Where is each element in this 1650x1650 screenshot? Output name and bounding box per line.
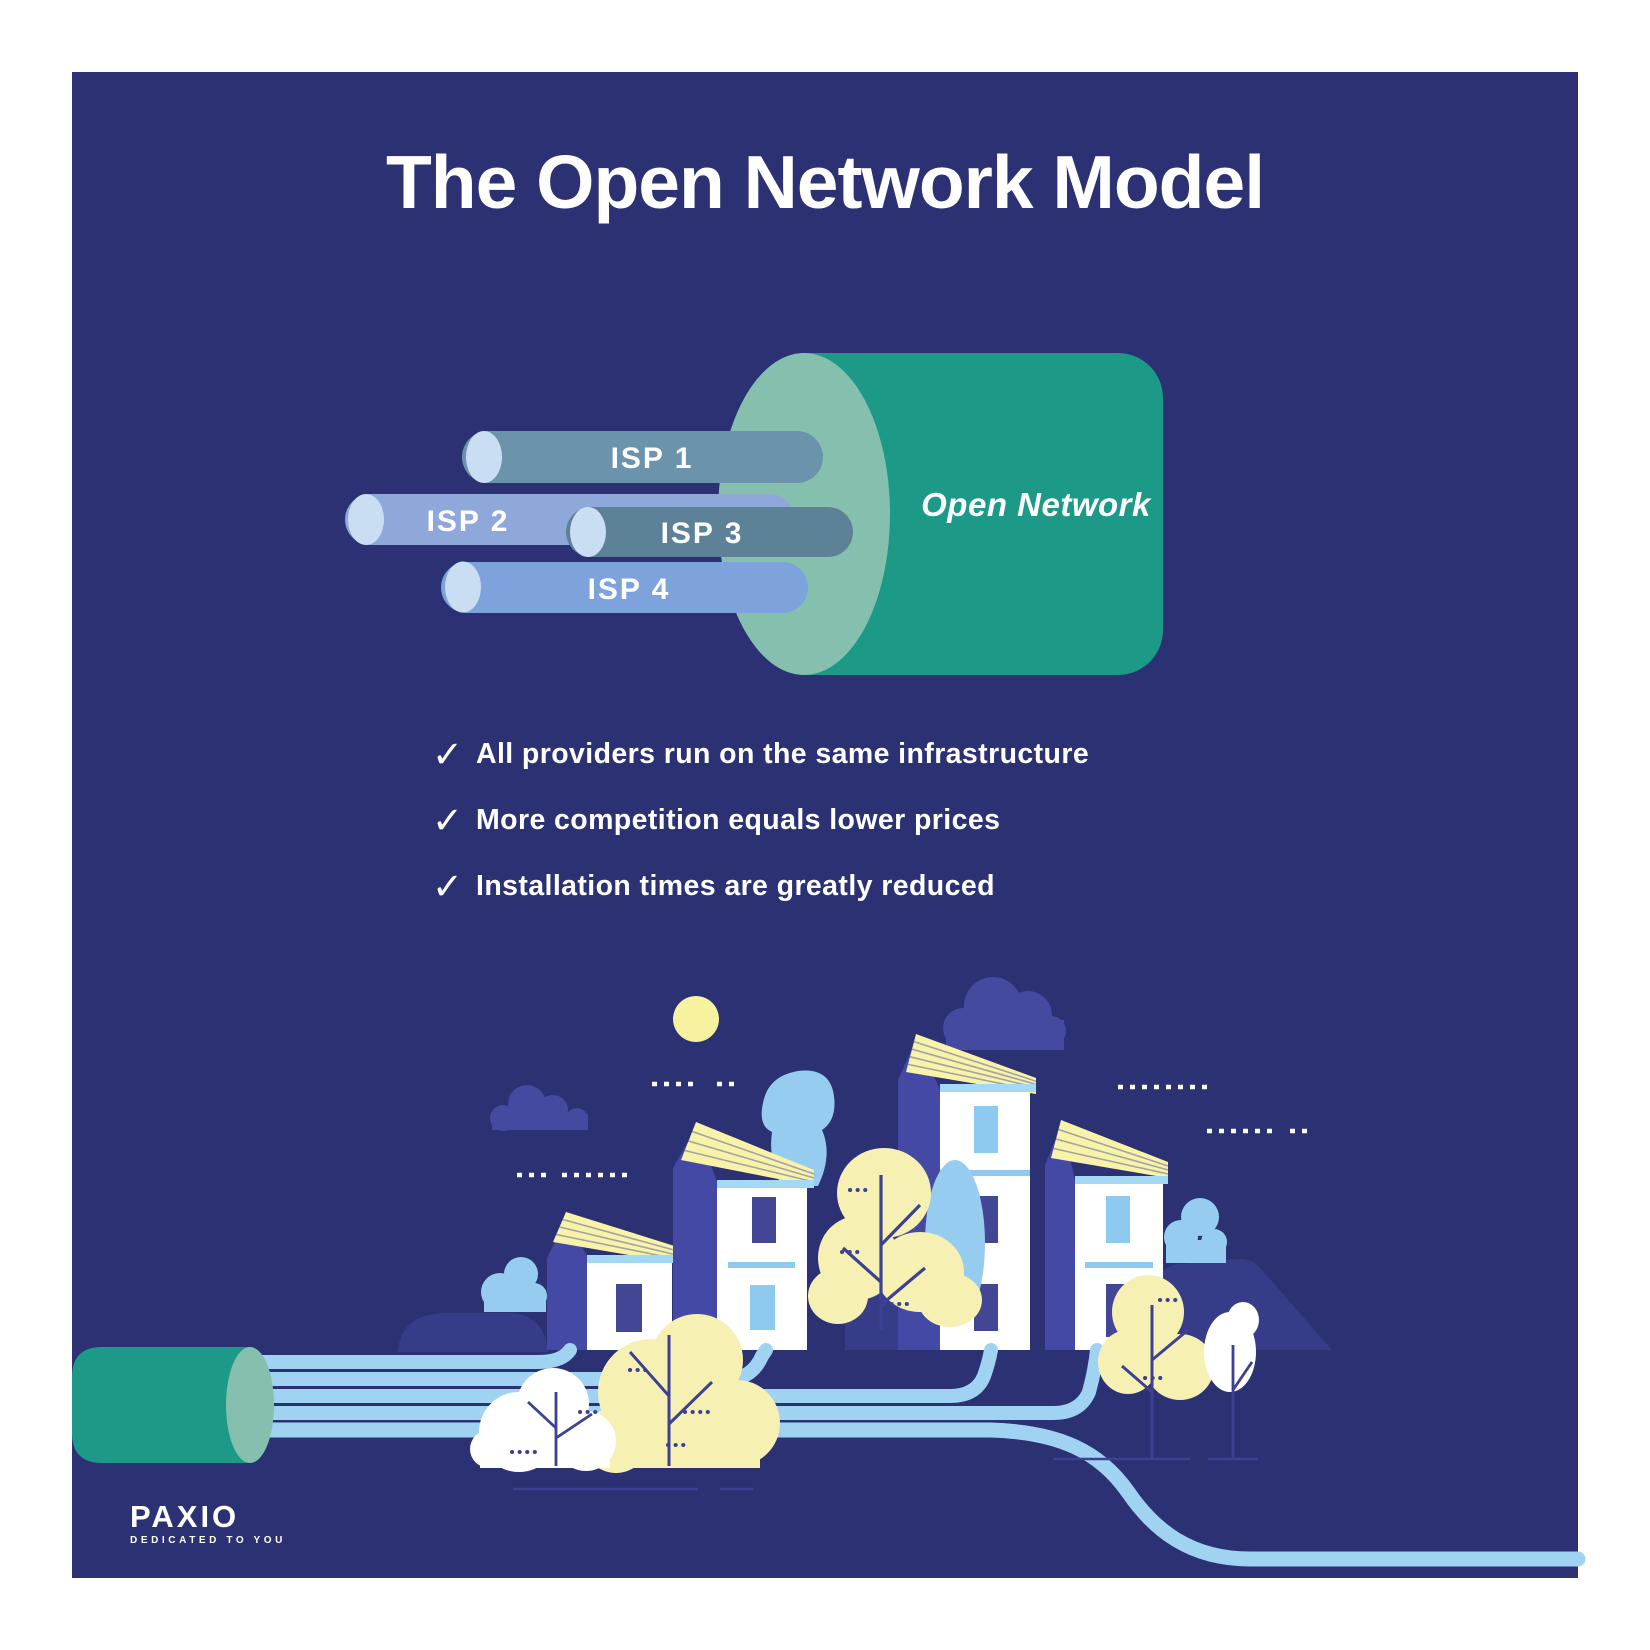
isp4-tube bbox=[441, 561, 808, 613]
check-icon: ✓ bbox=[432, 732, 464, 776]
ground-lines bbox=[513, 1457, 1258, 1491]
check-icon: ✓ bbox=[432, 864, 464, 908]
isp2-label: ISP 2 bbox=[427, 505, 510, 538]
checklist-item: ✓ More competition equals lower prices bbox=[432, 797, 1089, 843]
check-icon: ✓ bbox=[432, 798, 464, 842]
isp4-cap bbox=[445, 561, 481, 613]
brand-name: PAXIO bbox=[130, 1499, 240, 1534]
window bbox=[974, 1284, 998, 1331]
isp1-cap bbox=[466, 431, 502, 483]
checklist-item-text: Installation times are greatly reduced bbox=[476, 869, 995, 902]
cylinder-face bbox=[718, 353, 890, 675]
house-medium-tall bbox=[1045, 1120, 1169, 1350]
isp4-label: ISP 4 bbox=[588, 573, 671, 606]
house-tall bbox=[898, 1034, 1037, 1350]
paxio-logo: PAXIO DEDICATED TO YOU bbox=[130, 1501, 286, 1546]
house-small bbox=[547, 1212, 682, 1350]
door bbox=[616, 1284, 642, 1332]
isp1-tube bbox=[462, 431, 823, 483]
fiber-strands bbox=[247, 1343, 1586, 1567]
window bbox=[974, 1196, 998, 1243]
sky-dashes bbox=[517, 1081, 1312, 1178]
bush-yellow bbox=[583, 1314, 780, 1473]
open-network-cylinder bbox=[800, 353, 1163, 675]
isp2-tube bbox=[345, 494, 795, 545]
open-network-cable-diagram: ISP 1 ISP 2 ISP 3 ISP 4 Open Network bbox=[345, 353, 1163, 675]
blue-bushes bbox=[481, 1070, 1227, 1312]
isp3-label: ISP 3 bbox=[661, 517, 744, 550]
checklist-item-text: All providers run on the same infrastruc… bbox=[476, 737, 1090, 770]
checklist-item: ✓ All providers run on the same infrastr… bbox=[432, 731, 1089, 777]
tree-yellow-large bbox=[808, 1148, 985, 1330]
window-lit bbox=[1106, 1196, 1130, 1243]
bush-white bbox=[470, 1368, 616, 1472]
tree-yellow-right bbox=[1098, 1275, 1214, 1459]
window bbox=[752, 1197, 776, 1243]
open-network-label: Open Network bbox=[921, 486, 1152, 523]
moon-icon bbox=[673, 996, 719, 1042]
window-lit bbox=[750, 1285, 775, 1330]
benefits-checklist: ✓ All providers run on the same infrastr… bbox=[432, 731, 1089, 929]
cloud-icon-left bbox=[490, 1085, 588, 1131]
window bbox=[1106, 1284, 1130, 1337]
window-lit bbox=[974, 1106, 998, 1153]
checklist-item: ✓ Installation times are greatly reduced bbox=[432, 863, 1089, 909]
village-illustration bbox=[72, 977, 1586, 1567]
isp1-label: ISP 1 bbox=[611, 442, 694, 475]
isp2-cap bbox=[348, 494, 384, 545]
isp3-tube bbox=[566, 507, 853, 557]
brand-tagline: DEDICATED TO YOU bbox=[130, 1535, 286, 1546]
fiber-cable-end bbox=[72, 1347, 274, 1463]
tree-white-right bbox=[1204, 1302, 1259, 1459]
isp3-cap bbox=[570, 507, 606, 557]
checklist-item-text: More competition equals lower prices bbox=[476, 803, 1001, 836]
cloud-icon-right bbox=[943, 977, 1066, 1050]
hills bbox=[398, 1152, 1332, 1352]
cable-face bbox=[226, 1347, 274, 1463]
page-title: The Open Network Model bbox=[385, 140, 1265, 224]
house-medium bbox=[673, 1122, 815, 1350]
